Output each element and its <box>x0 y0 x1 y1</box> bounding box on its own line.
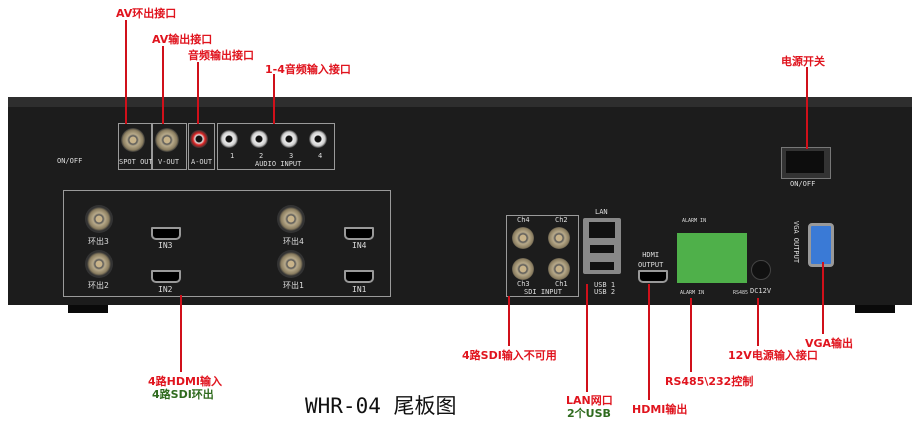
audio-num: 3 <box>289 152 294 160</box>
hdmi-input-group <box>63 190 391 297</box>
leader-line <box>180 295 182 372</box>
hdmi-output-label: HDMI OUTPUT <box>638 251 664 269</box>
sdi-input-label: SDI INPUT <box>524 288 562 296</box>
hdmi-output-port <box>638 270 668 283</box>
alarm-in-label: ALARM IN <box>680 290 705 296</box>
usb-port <box>590 245 614 253</box>
annotation-power: 电源开关 <box>781 55 825 68</box>
annotation-hdmi-out: HDMI输出 <box>632 403 688 416</box>
annotation-sdi-loop: 4路SDI环出 <box>152 388 214 401</box>
v-out-label: V-OUT <box>158 158 180 166</box>
leader-line <box>197 62 199 124</box>
rca-connector <box>309 130 327 148</box>
usb-label: USB 1 USB 2 <box>594 281 616 296</box>
sdi-label: Ch1 <box>555 280 568 288</box>
bnc-connector <box>121 128 145 152</box>
leader-line <box>586 284 588 392</box>
foot <box>68 305 108 313</box>
sdi-connector <box>548 227 570 249</box>
loop-label: 环出2 <box>88 281 109 290</box>
lan-label: LAN <box>595 208 608 216</box>
vga-output-label: VGA OUTPUT <box>792 220 801 264</box>
rs485-label: RS485 <box>733 290 749 296</box>
power-rocker[interactable] <box>786 151 824 173</box>
audio-num: 1 <box>230 152 235 160</box>
sdi-loop-connector <box>277 205 305 233</box>
sdi-label: Ch2 <box>555 216 568 224</box>
a-out-label: A-OUT <box>191 158 213 166</box>
audio-input-label: AUDIO INPUT <box>255 160 302 168</box>
spot-out-label: SPOT OUT <box>119 158 153 166</box>
hdmi-in-label: IN2 <box>158 285 173 294</box>
hdmi-in-label: IN3 <box>158 241 173 250</box>
v-out-port <box>152 123 187 170</box>
sdi-loop-connector <box>85 205 113 233</box>
annotation-lan: LAN网口 <box>566 394 613 407</box>
vga-port <box>808 223 834 267</box>
annotation-usb: 2个USB <box>567 407 611 420</box>
sdi-label: Ch3 <box>517 280 530 288</box>
hdmi-in-label: IN1 <box>352 285 367 294</box>
audio-num: 4 <box>318 152 323 160</box>
annotation-av-out: AV输出接口 <box>152 33 213 46</box>
on-off-label: ON/OFF <box>57 157 83 165</box>
hdmi-port <box>344 270 374 283</box>
power-on-off-label: ON/OFF <box>790 180 816 188</box>
sdi-connector <box>512 258 534 280</box>
rca-connector <box>220 130 238 148</box>
foot <box>855 305 895 313</box>
bnc-connector <box>155 128 179 152</box>
sdi-label: Ch4 <box>517 216 530 224</box>
hdmi-in-label: IN4 <box>352 241 367 250</box>
annotation-audio-in: 1-4音频输入接口 <box>265 63 351 76</box>
annotation-av-loop: AV环出接口 <box>116 7 177 20</box>
lan-port <box>589 222 615 238</box>
sdi-connector <box>548 258 570 280</box>
annotation-dc12v: 12V电源输入接口 <box>728 349 818 362</box>
leader-line <box>508 296 510 346</box>
loop-label: 环出4 <box>283 237 304 246</box>
annotation-hdmi-in: 4路HDMI输入 <box>148 375 223 388</box>
hdmi-port <box>151 227 181 240</box>
annotation-vga: VGA输出 <box>805 337 854 350</box>
dc-jack <box>751 260 771 280</box>
annotation-sdi-in: 4路SDI输入不可用 <box>462 349 557 362</box>
sdi-loop-connector <box>277 250 305 278</box>
audio-input-ports <box>217 123 335 170</box>
loop-label: 环出3 <box>88 237 109 246</box>
annotation-rs485: RS485\232控制 <box>665 375 754 388</box>
leader-line <box>690 298 692 372</box>
hdmi-port <box>344 227 374 240</box>
leader-line <box>822 262 824 334</box>
usb-port <box>590 262 614 270</box>
sdi-connector <box>512 227 534 249</box>
dc12v-label: DC12V <box>750 287 772 295</box>
audio-num: 2 <box>259 152 264 160</box>
hdmi-port <box>151 270 181 283</box>
sdi-loop-connector <box>85 250 113 278</box>
leader-line <box>757 298 759 346</box>
leader-line <box>648 284 650 400</box>
leader-line <box>273 74 275 124</box>
alarm-in-label: ALARM IN <box>682 218 707 224</box>
a-out-port <box>188 123 215 170</box>
spot-out-port <box>118 123 152 170</box>
diagram-title: WHR-04 尾板图 <box>305 394 457 418</box>
leader-line <box>162 46 164 124</box>
leader-line <box>806 67 808 149</box>
rca-connector <box>250 130 268 148</box>
leader-line <box>125 20 127 124</box>
loop-label: 环出1 <box>283 281 304 290</box>
rca-connector <box>190 130 208 148</box>
rca-connector <box>280 130 298 148</box>
annotation-audio-out: 音频输出接口 <box>188 49 254 62</box>
terminal-block <box>677 233 747 283</box>
sdi-input-group <box>506 215 579 297</box>
